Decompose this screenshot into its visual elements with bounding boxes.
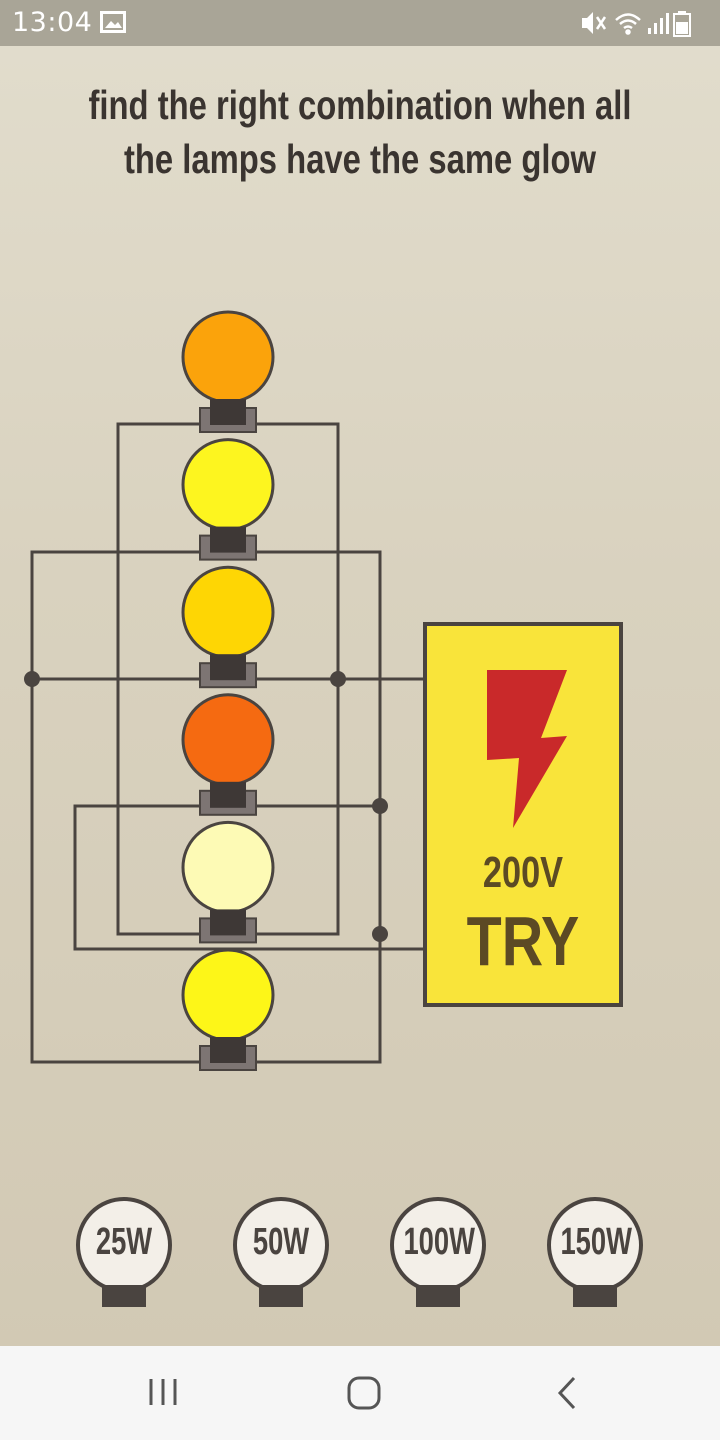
- lamp-3[interactable]: [181, 565, 275, 689]
- bulb-option-base: [573, 1285, 617, 1307]
- bulb-option-50w[interactable]: 50W: [233, 1197, 329, 1309]
- mute-icon: [582, 12, 607, 34]
- bulb-option-glass: [547, 1197, 643, 1293]
- lamp-column: [181, 310, 275, 1071]
- bulb-option-25w[interactable]: 25W: [76, 1197, 172, 1309]
- title-line-1: find the right combination when all: [88, 82, 632, 128]
- lamp-4[interactable]: [181, 693, 275, 816]
- lamp-bulb: [181, 565, 275, 659]
- bulb-option-glass: [390, 1197, 486, 1293]
- lamp-bulb: [181, 438, 275, 532]
- bulb-option-label: 100W: [403, 1221, 475, 1263]
- bulb-option-glass: [233, 1197, 329, 1293]
- home-icon[interactable]: [345, 1374, 383, 1412]
- lamp-neck: [210, 781, 246, 808]
- lamp-neck: [210, 399, 246, 425]
- lightning-bolt-icon: [487, 670, 567, 828]
- bulb-option-base: [416, 1285, 460, 1307]
- lamp-neck: [210, 909, 246, 936]
- recent-apps-icon[interactable]: [146, 1374, 180, 1410]
- lamp-bulb: [181, 310, 275, 404]
- junction-dots: [24, 671, 388, 942]
- title-line-2: the lamps have the same glow: [123, 136, 597, 182]
- status-time: 13:04: [12, 7, 93, 38]
- voltage-label: 200V: [482, 848, 564, 897]
- battery-icon: [673, 11, 691, 37]
- try-button[interactable]: 200V TRY: [423, 622, 623, 1007]
- bulb-option-glass: [76, 1197, 172, 1293]
- bulb-option-base: [102, 1285, 146, 1307]
- bulb-option-label: 150W: [560, 1221, 632, 1263]
- lamp-bulb: [181, 693, 275, 787]
- lamp-6[interactable]: [181, 948, 275, 1071]
- instruction-title: find the right combination when all the …: [72, 78, 648, 186]
- status-icons: [582, 11, 691, 37]
- circuit: [24, 310, 423, 1071]
- bulb-option-label: 25W: [95, 1221, 153, 1263]
- bulb-option-base: [259, 1285, 303, 1307]
- bulb-option-label: 50W: [252, 1221, 310, 1263]
- lamp-5[interactable]: [181, 820, 275, 944]
- lamp-neck: [210, 1037, 246, 1063]
- try-label: TRY: [466, 902, 580, 980]
- lamp-2[interactable]: [181, 438, 275, 561]
- wifi-icon: [615, 13, 641, 35]
- bulb-option-100w[interactable]: 100W: [390, 1197, 486, 1309]
- signal-icon: [648, 13, 669, 34]
- navigation-bar: [0, 1346, 720, 1440]
- lamp-1[interactable]: [181, 310, 275, 433]
- back-icon[interactable]: [552, 1374, 580, 1412]
- bulb-option-150w[interactable]: 150W: [547, 1197, 643, 1309]
- lamp-bulb: [181, 820, 275, 914]
- image-icon: [100, 11, 126, 33]
- lamp-neck: [210, 654, 246, 681]
- status-bar: 13:04: [0, 0, 720, 46]
- lamp-neck: [210, 526, 246, 553]
- lamp-bulb: [181, 948, 275, 1042]
